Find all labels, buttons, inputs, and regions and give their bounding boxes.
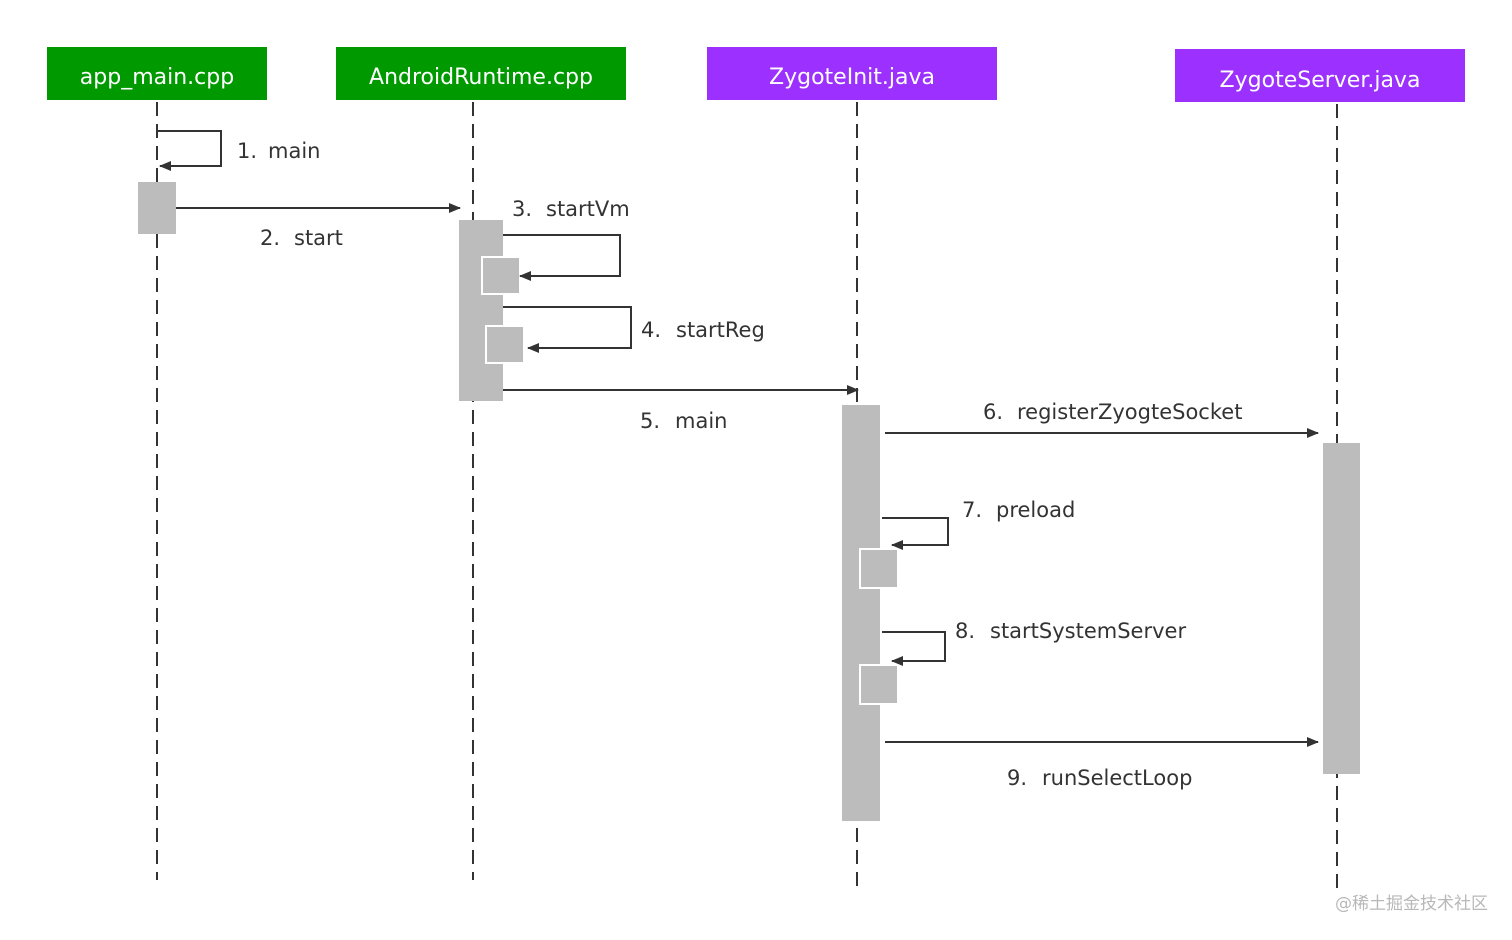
activation-app-main — [138, 182, 176, 234]
message-name: registerZyogteSocket — [1017, 400, 1242, 424]
participant-header-box — [336, 47, 626, 100]
message-3: 3. startVm — [503, 197, 630, 281]
message-6: 6. registerZyogteSocket — [885, 400, 1319, 438]
message-number: 1. — [237, 139, 257, 163]
message-7: 7. preload — [882, 498, 1075, 550]
message-number: 5. — [640, 409, 660, 433]
participant-app-main: app_main.cpp — [47, 47, 267, 100]
message-name: startVm — [546, 197, 630, 221]
message-number: 2. — [260, 226, 280, 250]
watermark-text: @稀土掘金技术社区 — [1335, 894, 1488, 914]
message-name: startSystemServer — [990, 619, 1186, 643]
message-number: 8. — [955, 619, 975, 643]
message-name: start — [294, 226, 343, 250]
activation-start-system-server — [859, 664, 899, 705]
message-name: main — [268, 139, 320, 163]
message-number: 3. — [512, 197, 532, 221]
activation-startvm — [481, 256, 521, 295]
message-name: startReg — [676, 318, 765, 342]
participant-android-runtime: AndroidRuntime.cpp — [336, 47, 626, 100]
activation-startreg — [485, 325, 525, 364]
message-number: 7. — [962, 498, 982, 522]
message-8: 8. startSystemServer — [882, 619, 1186, 666]
message-5: 5. main — [503, 385, 859, 433]
message-arrow — [882, 631, 946, 666]
message-number: 9. — [1007, 766, 1027, 790]
message-name: runSelectLoop — [1042, 766, 1192, 790]
participant-label: ZygoteInit.java — [769, 65, 935, 90]
message-arrow — [157, 130, 222, 171]
message-arrow — [503, 306, 632, 353]
participant-header-box — [47, 47, 267, 100]
message-name: preload — [996, 498, 1075, 522]
activation-preload — [859, 548, 899, 589]
participant-header-box — [707, 47, 997, 100]
message-number: 4. — [641, 318, 661, 342]
participant-label: AndroidRuntime.cpp — [369, 65, 593, 90]
message-9: 9. runSelectLoop — [885, 737, 1319, 790]
message-2: 2. start — [176, 203, 461, 250]
activation-android-runtime — [459, 220, 503, 401]
participant-zygote-init: ZygoteInit.java — [707, 47, 997, 100]
activation-zygote-init — [842, 405, 880, 821]
message-number: 6. — [983, 400, 1003, 424]
message-4: 4. startReg — [503, 306, 765, 353]
message-arrow — [882, 517, 949, 550]
participant-zygote-server: ZygoteServer.java — [1175, 49, 1465, 102]
participant-label: ZygoteServer.java — [1220, 68, 1421, 93]
message-1: 1. main — [157, 130, 320, 171]
activation-zygote-server — [1323, 443, 1360, 774]
participant-header-box — [1175, 49, 1465, 102]
message-arrow — [503, 234, 621, 281]
participant-label: app_main.cpp — [80, 65, 234, 90]
message-name: main — [675, 409, 727, 433]
